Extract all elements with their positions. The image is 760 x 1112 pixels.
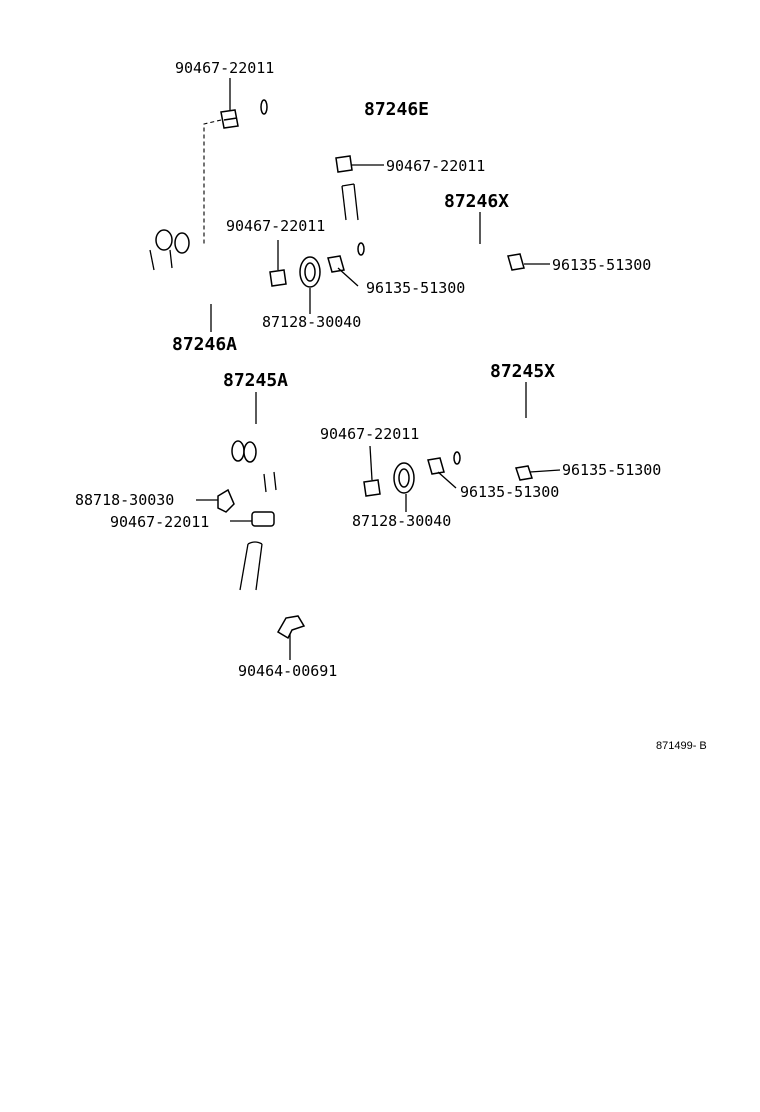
hose-87246e-stub [341,183,359,221]
label-clamp-upper-near: 96135-51300 [366,279,465,297]
clamp-upper-near [327,255,345,273]
clamp-lower-right [515,465,533,481]
label-clip-top: 90467-22011 [175,59,274,77]
hose-87246x [355,218,501,260]
diagram-id: 871499- B [656,740,707,752]
label-bracket: 88718-30030 [75,491,174,509]
clip-top [220,109,239,129]
clip-left-upper [269,269,287,287]
label-grommet-lower: 87128-30040 [352,512,451,530]
clamp-lower-near [427,457,445,475]
bracket [217,488,235,513]
label-clamp-lower-right: 96135-51300 [562,461,661,479]
label-hose-87245x: 87245X [490,361,555,382]
label-clip-lower-mid: 90467-22011 [320,425,419,443]
label-clamp-upper-right: 96135-51300 [552,256,651,274]
label-grommet-upper: 87128-30040 [262,313,361,331]
hose-87245x [451,415,557,467]
label-hose-87246e: 87246E [364,99,429,120]
grommet-lower [393,462,415,494]
label-hose-87246x: 87246X [444,191,509,212]
grommet-upper [299,256,321,288]
label-clip-lower-left: 90467-22011 [110,513,209,531]
lower-tube-stub [239,541,263,591]
hose-87246a [126,229,248,312]
clamp-bottom [276,615,306,640]
label-clamp-bottom: 90464-00691 [238,662,337,680]
label-clip-left-upper: 90467-22011 [226,217,325,235]
label-hose-87246a: 87246A [172,334,237,355]
clip-mid-right [335,155,353,173]
clip-lower-mid [363,479,381,497]
hose-87245a [204,421,352,501]
hose-87246e [258,91,349,149]
clamp-upper-right [507,253,525,271]
label-hose-87245a: 87245A [223,370,288,391]
clip-lower-left [251,511,275,527]
label-clamp-lower-near: 96135-51300 [460,483,559,501]
label-clip-mid-right: 90467-22011 [386,157,485,175]
